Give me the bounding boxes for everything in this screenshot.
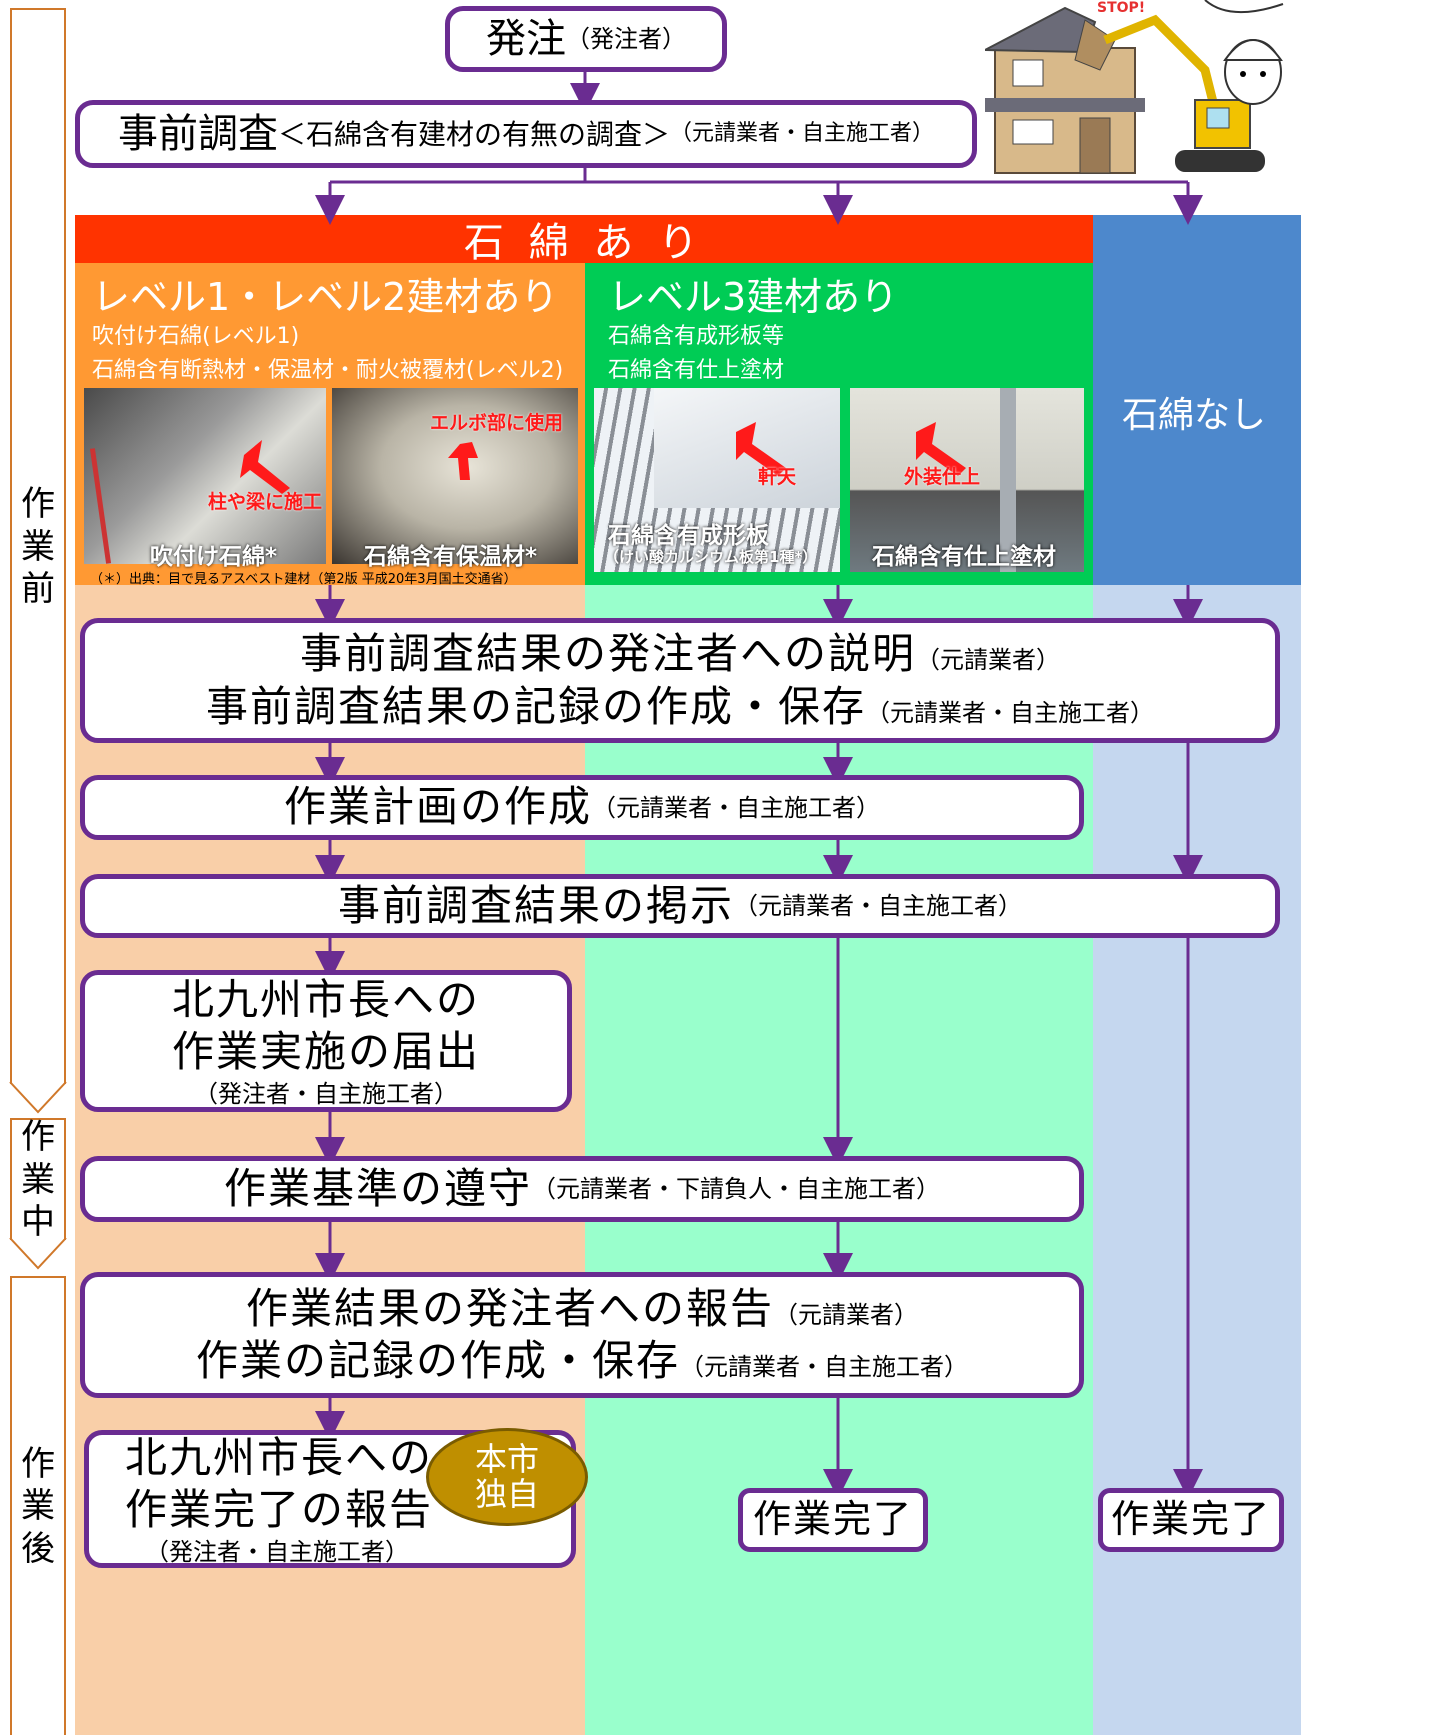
order-label: 発注 [486, 16, 566, 62]
photo-exterior [850, 388, 1084, 572]
caption-board: 石綿含有成形板 [608, 523, 769, 549]
standard-box: 作業基準の遵守（元請業者・下請負人・自主施工者） [80, 1156, 1084, 1222]
level3-desc1: 石綿含有成形板等 [608, 324, 785, 349]
survey-label: 事前調査 [117, 111, 278, 157]
level3-title: レベル3建材あり [608, 275, 899, 319]
badge-line2: 独自 [474, 1475, 539, 1513]
phase-during-text: 作 業 中 [21, 1117, 55, 1243]
source-note: （＊）出典：目で見るアスベスト建材（第2版 平成20年3月国土交通省） [90, 572, 517, 587]
asbestos-yes-label: 石 綿 あ り [463, 220, 705, 266]
red-arrow-icon [240, 422, 966, 494]
note-eaves: 軒天 [758, 466, 797, 488]
notify-actor: （発注者・自主施工者） [194, 1079, 458, 1108]
explain-line1: 事前調査結果の発注者への説明 [299, 629, 916, 678]
done-none-label: 作業完了 [1110, 1497, 1271, 1542]
phase-before-text: 作 業 前 [21, 484, 55, 610]
standard-actor: （元請業者・下請負人・自主施工者） [532, 1175, 940, 1203]
badge-line1: 本市 [474, 1439, 539, 1478]
report-actor2: （元請業者・自主施工者） [680, 1353, 968, 1381]
final-report-line2: 作業完了の報告 [125, 1485, 434, 1534]
explain-box: 事前調査結果の発注者への説明（元請業者） 事前調査結果の記録の作成・保存（元請業… [80, 618, 1280, 743]
phase-during: 作 業 中 [10, 1117, 66, 1242]
caption-insulation: 石綿含有保温材* [364, 544, 538, 570]
note-columns-beams: 柱や梁に施工 [208, 491, 323, 513]
speech-bubble [1204, 0, 1284, 14]
order-actor: （発注者） [566, 25, 686, 53]
none-label: 石綿なし [1122, 395, 1267, 436]
posting-label: 事前調査結果の掲示 [337, 880, 734, 930]
note-elbow: エルボ部に使用 [430, 412, 564, 434]
stop-label: STOP! [1097, 0, 1146, 16]
final-report-line1: 北九州市長への [125, 1432, 434, 1482]
caption-finish: 石綿含有仕上塗材 [872, 544, 1056, 570]
phase-before-arrow [9, 1082, 67, 1114]
note-exterior: 外装仕上 [904, 466, 981, 488]
level3-desc2: 石綿含有仕上塗材 [608, 358, 785, 383]
demolition-illustration [985, 0, 1284, 174]
report-actor1: （元請業者） [774, 1300, 918, 1329]
done-level3-box: 作業完了 [738, 1488, 928, 1552]
level12-desc2: 石綿含有断熱材・保温材・耐火被覆材(レベル2) [92, 358, 564, 383]
plan-label: 作業計画の作成 [283, 782, 592, 832]
phase-during-arrow [9, 1238, 67, 1270]
notify-line2: 作業実施の届出 [171, 1027, 480, 1076]
asbestos-yes-band: 石 綿 あ り [75, 215, 1093, 266]
caption-sprayed: 吹付け石綿* [150, 544, 278, 570]
house-icon [985, 6, 1145, 174]
posting-box: 事前調査結果の掲示（元請業者・自主施工者） [80, 874, 1280, 938]
explain-actor1: （元請業者） [916, 646, 1060, 674]
plan-box: 作業計画の作成（元請業者・自主施工者） [80, 775, 1084, 840]
report-line2: 作業の記録の作成・保存 [195, 1336, 680, 1385]
photo-insulation [332, 388, 578, 564]
level12-title: レベル1・レベル2建材あり [92, 275, 559, 319]
done-none-box: 作業完了 [1098, 1488, 1284, 1552]
plan-actor: （元請業者・自主施工者） [592, 793, 880, 822]
survey-desc: ＜石綿含有建材の有無の調査＞ [277, 117, 670, 151]
city-original-badge: 本市 独自 [426, 1428, 588, 1526]
report-line1: 作業結果の発注者への報告 [245, 1283, 774, 1333]
notify-box: 北九州市長への 作業実施の届出 （発注者・自主施工者） [80, 970, 572, 1112]
order-box: 発注 （発注者） [445, 6, 727, 72]
phase-before: 作 業 前 [10, 8, 66, 1084]
phase-after: 作 業 後 [10, 1276, 66, 1735]
worker-icon [1223, 39, 1283, 105]
phase-after-text: 作 業 後 [21, 1443, 55, 1569]
notify-line1: 北九州市長への [171, 974, 480, 1024]
level12-desc1: 吹付け石綿(レベル1) [92, 324, 300, 349]
done-level3-label: 作業完了 [752, 1497, 913, 1542]
survey-box: 事前調査 ＜石綿含有建材の有無の調査＞ （元請業者・自主施工者） [75, 100, 977, 168]
none-panel [1093, 215, 1301, 585]
posting-actor: （元請業者・自主施工者） [734, 892, 1022, 920]
pipe [1000, 388, 1016, 572]
final-report-actor: （発注者・自主施工者） [145, 1537, 409, 1566]
survey-actor: （元請業者・自主施工者） [670, 121, 935, 147]
explain-line2: 事前調査結果の記録の作成・保存 [205, 681, 866, 731]
excavator-icon [1103, 14, 1265, 172]
photo-sprayed-asbestos [84, 388, 326, 564]
explain-actor2: （元請業者・自主施工者） [866, 698, 1154, 727]
report-box: 作業結果の発注者への報告（元請業者） 作業の記録の作成・保存（元請業者・自主施工… [80, 1272, 1084, 1398]
caption-board-sub: （けい酸カルシウム板第1種*） [604, 548, 818, 566]
standard-label: 作業基準の遵守 [223, 1163, 532, 1213]
